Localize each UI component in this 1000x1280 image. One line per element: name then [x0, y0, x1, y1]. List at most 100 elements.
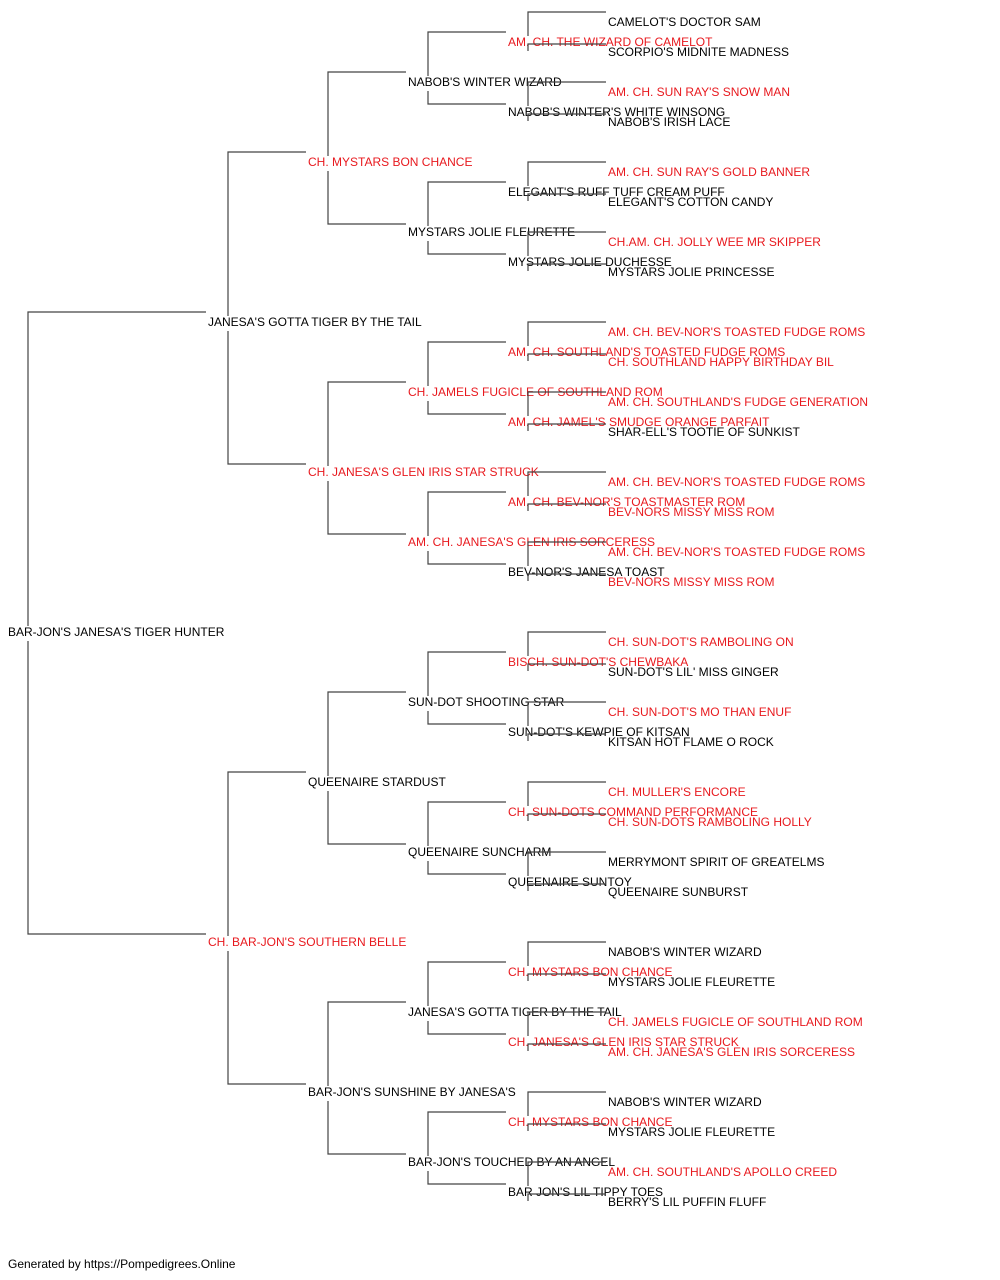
dam-connector-line — [527, 503, 606, 511]
dam-connector-line — [527, 1043, 606, 1051]
ancestor-name-gen3: BAR-JON'S TOUCHED BY AN ANGEL — [408, 1155, 615, 1169]
sire-connector-line — [527, 161, 606, 186]
ancestor-name-gen5: AM. CH. SOUTHLAND'S APOLLO CREED — [608, 1165, 837, 1179]
dam-connector-line — [427, 401, 506, 415]
ancestor-name-gen5: AM. CH. JANESA'S GLEN IRIS SORCERESS — [608, 1045, 855, 1059]
ancestor-name-gen3: MYSTARS JOLIE FLEURETTE — [408, 225, 575, 239]
ancestor-name-gen2: CH. JANESA'S GLEN IRIS STAR STRUCK — [308, 465, 539, 479]
sire-connector-line — [327, 691, 406, 776]
dam-connector-line — [527, 813, 606, 821]
ancestor-name-gen4: AM. CH. JAMEL'S SMUDGE ORANGE PARFAIT — [508, 415, 770, 429]
ancestor-name-gen4: AM. CH. SOUTHLAND'S TOASTED FUDGE ROMS — [508, 345, 785, 359]
ancestor-name-gen4: BAR JON'S LIL TIPPY TOES — [508, 1185, 663, 1199]
ancestor-name-gen5: CH. SUN-DOT'S MO THAN ENUF — [608, 705, 791, 719]
dam-connector-line — [527, 883, 606, 891]
sire-connector-line — [27, 311, 206, 626]
ancestor-name-gen5: AM. CH. BEV-NOR'S TOASTED FUDGE ROMS — [608, 325, 865, 339]
ancestor-name-gen3: NABOB'S WINTER WIZARD — [408, 75, 562, 89]
dam-connector-line — [527, 113, 606, 121]
ancestor-name-gen1: JANESA'S GOTTA TIGER BY THE TAIL — [208, 315, 422, 329]
sire-connector-line — [427, 31, 506, 76]
ancestor-name-gen5: KITSAN HOT FLAME O ROCK — [608, 735, 774, 749]
sire-connector-line — [527, 1091, 606, 1116]
sire-connector-line — [527, 231, 606, 256]
ancestor-name-gen5: AM. CH. BEV-NOR'S TOASTED FUDGE ROMS — [608, 545, 865, 559]
ancestor-name-gen4: AM. CH. THE WIZARD OF CAMELOT — [508, 35, 713, 49]
dam-connector-line — [327, 791, 406, 845]
ancestor-name-gen5: QUEENAIRE SUNBURST — [608, 885, 749, 899]
sire-connector-line — [427, 181, 506, 226]
dam-connector-line — [327, 171, 406, 225]
ancestor-name-gen5: AM. CH. SUN RAY'S SNOW MAN — [608, 85, 790, 99]
ancestor-name-gen2: BAR-JON'S SUNSHINE BY JANESA'S — [308, 1085, 516, 1099]
dam-connector-line — [527, 663, 606, 671]
dam-connector-line — [527, 423, 606, 431]
sire-connector-line — [427, 961, 506, 1006]
ancestor-name-gen3: JANESA'S GOTTA TIGER BY THE TAIL — [408, 1005, 622, 1019]
dam-connector-line — [327, 1101, 406, 1155]
dam-connector-line — [27, 641, 206, 935]
ancestor-name-gen3: QUEENAIRE SUNCHARM — [408, 845, 551, 859]
dam-connector-line — [227, 331, 306, 465]
ancestor-name-gen4: CH. JANESA'S GLEN IRIS STAR STRUCK — [508, 1035, 739, 1049]
ancestor-name-gen5: NABOB'S WINTER WIZARD — [608, 945, 762, 959]
dam-connector-line — [427, 861, 506, 875]
ancestor-name-gen4: SUN-DOT'S KEWPIE OF KITSAN — [508, 725, 690, 739]
sire-connector-line — [327, 71, 406, 156]
ancestor-name-gen4: NABOB'S WINTER'S WHITE WINSONG — [508, 105, 725, 119]
dam-connector-line — [227, 951, 306, 1085]
generated-by-footer: Generated by https://Pompedigrees.Online — [8, 1257, 236, 1271]
ancestor-name-gen5: AM. CH. BEV-NOR'S TOASTED FUDGE ROMS — [608, 475, 865, 489]
ancestor-name-gen5: AM. CH. SOUTHLAND'S FUDGE GENERATION — [608, 395, 868, 409]
dam-connector-line — [527, 573, 606, 581]
sire-connector-line — [527, 81, 606, 106]
dam-connector-line — [427, 551, 506, 565]
ancestor-name-gen4: BEV-NOR'S JANESA TOAST — [508, 565, 665, 579]
ancestor-name-gen5: CH. SUN-DOT'S RAMBOLING ON — [608, 635, 794, 649]
sire-connector-line — [527, 391, 606, 416]
dam-connector-line — [427, 1171, 506, 1185]
dam-connector-line — [327, 481, 406, 535]
dam-connector-line — [527, 1123, 606, 1131]
ancestor-name-gen5: CH. SOUTHLAND HAPPY BIRTHDAY BIL — [608, 355, 834, 369]
sire-connector-line — [527, 1011, 606, 1036]
sire-connector-line — [327, 1001, 406, 1086]
ancestor-name-gen5: CH.AM. CH. JOLLY WEE MR SKIPPER — [608, 235, 821, 249]
sire-connector-line — [227, 151, 306, 316]
ancestor-name-gen5: MERRYMONT SPIRIT OF GREATELMS — [608, 855, 824, 869]
ancestor-name-gen2: CH. MYSTARS BON CHANCE — [308, 155, 472, 169]
sire-connector-line — [427, 491, 506, 536]
sire-connector-line — [327, 381, 406, 466]
ancestor-name-gen4: QUEENAIRE SUNTOY — [508, 875, 632, 889]
ancestor-name-gen5: BEV-NORS MISSY MISS ROM — [608, 575, 774, 589]
dam-connector-line — [527, 973, 606, 981]
sire-connector-line — [527, 701, 606, 726]
ancestor-name-gen5: CAMELOT'S DOCTOR SAM — [608, 15, 761, 29]
sire-connector-line — [227, 771, 306, 936]
ancestor-name-gen3: SUN-DOT SHOOTING STAR — [408, 695, 565, 709]
dam-connector-line — [427, 1021, 506, 1035]
ancestor-name-gen5: MYSTARS JOLIE PRINCESSE — [608, 265, 774, 279]
sire-connector-line — [427, 341, 506, 386]
dam-connector-line — [527, 353, 606, 361]
dam-connector-line — [527, 733, 606, 741]
ancestor-name-gen1: CH. BAR-JON'S SOUTHERN BELLE — [208, 935, 406, 949]
ancestor-name-gen4: CH. MYSTARS BON CHANCE — [508, 965, 672, 979]
sire-connector-line — [427, 801, 506, 846]
dam-connector-line — [527, 1193, 606, 1201]
ancestor-name-gen5: SUN-DOT'S LIL' MISS GINGER — [608, 665, 779, 679]
ancestor-name-gen5: CH. SUN-DOTS RAMBOLING HOLLY — [608, 815, 812, 829]
dam-connector-line — [427, 241, 506, 255]
dam-connector-line — [427, 711, 506, 725]
ancestor-name-gen4: ELEGANT'S RUFF TUFF CREAM PUFF — [508, 185, 725, 199]
ancestor-name-gen5: CH. JAMELS FUGICLE OF SOUTHLAND ROM — [608, 1015, 863, 1029]
ancestor-name-gen5: MYSTARS JOLIE FLEURETTE — [608, 975, 775, 989]
ancestor-name-gen5: NABOB'S WINTER WIZARD — [608, 1095, 762, 1109]
sire-connector-line — [527, 11, 606, 36]
sire-connector-line — [427, 651, 506, 696]
ancestor-name-gen5: MYSTARS JOLIE FLEURETTE — [608, 1125, 775, 1139]
sire-connector-line — [427, 1111, 506, 1156]
ancestor-name-gen5: BERRY'S LIL PUFFIN FLUFF — [608, 1195, 766, 1209]
dam-connector-line — [527, 43, 606, 51]
